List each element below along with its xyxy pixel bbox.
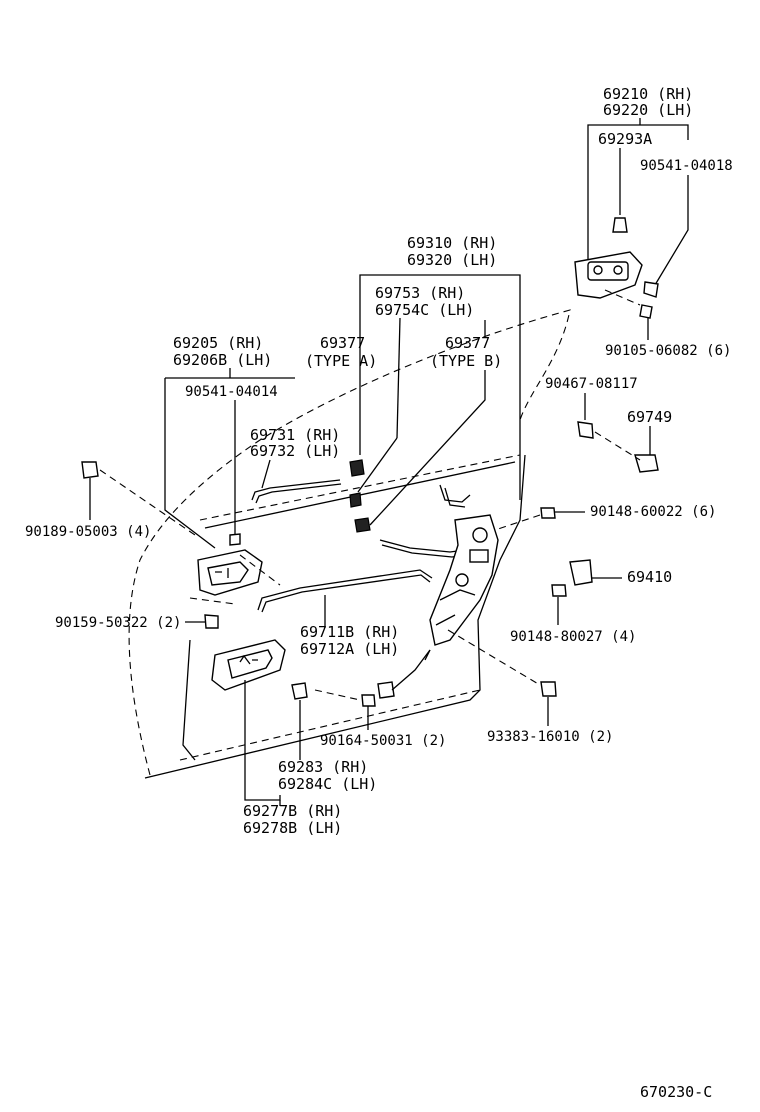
callout-69283: 69283 (RH) 69284C (LH) — [278, 700, 377, 793]
callout-69205: 69205 (RH) 69206B (LH) 90541-04014 — [164, 334, 295, 549]
callout-69210: 69210 (RH) 69220 (LH) 69293A 90541-04018 — [587, 85, 733, 286]
door-panel-outline — [128, 309, 571, 779]
label-69749: 69749 — [627, 408, 672, 426]
label-type-b: (TYPE B) — [430, 352, 502, 370]
label-69278B: 69278B (LH) — [243, 819, 342, 837]
label-90148-60022: 90148-60022 (6) — [590, 504, 716, 520]
label-93383-16010: 93383-16010 (2) — [487, 729, 613, 745]
callout-69410: 69410 90148-80027 (4) — [510, 559, 672, 645]
label-90541-04018: 90541-04018 — [640, 158, 733, 174]
label-90467-08117: 90467-08117 — [545, 376, 638, 392]
label-69205: 69205 (RH) — [173, 334, 263, 352]
outside-door-handle — [574, 217, 659, 319]
label-69712A: 69712A (LH) — [300, 640, 399, 658]
callout-90189: 90189-05003 (4) — [25, 461, 196, 540]
label-type-a: (TYPE A) — [305, 352, 377, 370]
label-90148-80027: 90148-80027 (4) — [510, 629, 636, 645]
label-69410: 69410 — [627, 568, 672, 586]
label-69320: 69320 (LH) — [407, 251, 497, 269]
label-69277B: 69277B (RH) — [243, 802, 342, 820]
label-69732: 69732 (LH) — [250, 442, 340, 460]
callout-69711B: 69711B (RH) 69712A (LH) — [257, 569, 433, 658]
callout-93383: 93383-16010 (2) — [447, 629, 613, 745]
label-90159-50322: 90159-50322 (2) — [55, 615, 181, 631]
label-69220: 69220 (LH) — [603, 101, 693, 119]
lock-rod-clips — [349, 459, 471, 558]
callout-69310: 69310 (RH) 69320 (LH) 69753 (RH) 69754C … — [305, 234, 521, 526]
label-69310: 69310 (RH) — [407, 234, 497, 252]
label-69283: 69283 (RH) — [278, 758, 368, 776]
label-69377-type-a: 69377 — [320, 334, 365, 352]
figure-code: 670230-C — [640, 1083, 712, 1101]
label-69206B: 69206B (LH) — [173, 351, 272, 369]
callout-69277B: 69277B (RH) 69278B (LH) — [243, 680, 342, 837]
label-90541-04014: 90541-04014 — [185, 384, 278, 400]
label-69293A: 69293A — [598, 130, 652, 148]
label-69753: 69753 (RH) — [375, 284, 465, 302]
inside-door-handle — [189, 533, 281, 605]
label-69284C: 69284C (LH) — [278, 775, 377, 793]
label-69210: 69210 (RH) — [603, 85, 693, 103]
callout-90159: 90159-50322 (2) — [55, 614, 219, 631]
label-90105-06082: 90105-06082 (6) — [605, 343, 731, 359]
callout-90164: 90164-50031 (2) — [314, 649, 446, 749]
label-69731: 69731 (RH) — [250, 426, 340, 444]
label-90164-50031: 90164-50031 (2) — [320, 733, 446, 749]
callout-90467: 90467-08117 69749 — [545, 376, 672, 473]
inside-handle-bezel — [211, 639, 308, 700]
label-69377-type-b: 69377 — [445, 334, 490, 352]
label-90189-05003: 90189-05003 (4) — [25, 524, 151, 540]
label-69754C: 69754C (LH) — [375, 301, 474, 319]
callout-90148-60022: 90148-60022 (6) — [494, 504, 716, 531]
label-69711B: 69711B (RH) — [300, 623, 399, 641]
callout-69731: 69731 (RH) 69732 (LH) — [250, 426, 342, 504]
